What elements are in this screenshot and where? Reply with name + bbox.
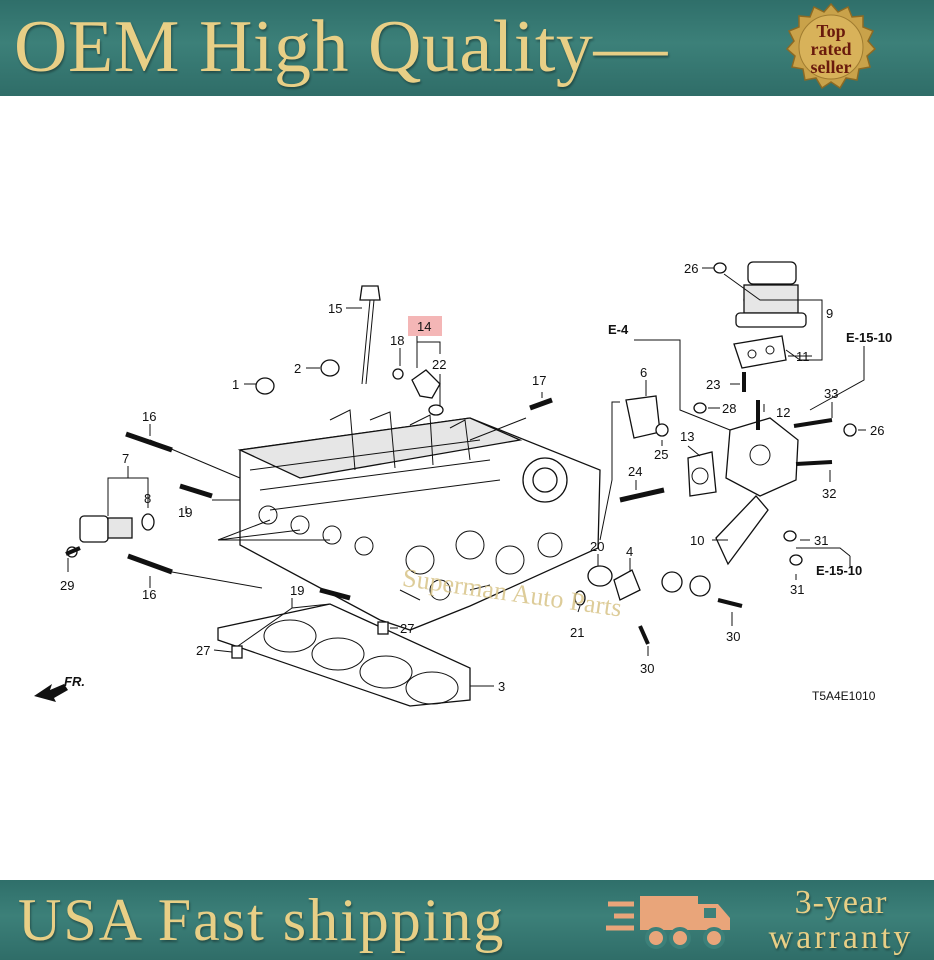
callout-7: 7 bbox=[122, 451, 129, 466]
callout-8: 8 bbox=[144, 491, 151, 506]
callout-32: 32 bbox=[822, 486, 836, 501]
bolt-31-a bbox=[783, 530, 797, 542]
gasket-4 bbox=[613, 569, 641, 601]
studs-16 bbox=[125, 397, 665, 601]
callout-15: 15 bbox=[328, 301, 342, 316]
badge-line-1: Top bbox=[816, 21, 846, 41]
callout-10: 10 bbox=[690, 533, 704, 548]
callout-30-right: 30 bbox=[726, 629, 740, 644]
oring-30-a bbox=[661, 571, 683, 593]
callout-26-top: 26 bbox=[684, 261, 698, 276]
warranty-block: 3-year warranty bbox=[748, 886, 934, 956]
banner-title: OEM High Quality— bbox=[14, 6, 668, 88]
callout-33: 33 bbox=[824, 386, 838, 401]
badge-line-3: seller bbox=[810, 57, 852, 77]
callout-21: 21 bbox=[570, 625, 584, 640]
parts-diagram: 1 2 3 4 6 7 8 9 10 11 12 13 14 15 16 16 … bbox=[0, 96, 934, 880]
callout-17: 17 bbox=[532, 373, 546, 388]
warranty-line-2: warranty bbox=[768, 919, 914, 956]
egr-pipe-housing bbox=[625, 395, 799, 566]
top-rated-seller-badge: Top rated seller bbox=[785, 2, 877, 92]
callout-9: 9 bbox=[826, 306, 833, 321]
callout-27-right: 27 bbox=[400, 621, 414, 636]
bolt-31-b bbox=[789, 554, 803, 566]
warranty-line-1: 3-year bbox=[794, 884, 888, 921]
dowel-27-b bbox=[231, 645, 243, 659]
leader-lines bbox=[67, 267, 866, 687]
cap-2 bbox=[320, 359, 340, 377]
callout-28: 28 bbox=[722, 401, 736, 416]
callout-22: 22 bbox=[432, 357, 446, 372]
callout-31-bottom: 31 bbox=[790, 582, 804, 597]
sensor-14 bbox=[411, 369, 444, 416]
head-gasket bbox=[217, 603, 471, 707]
gasket-20 bbox=[587, 565, 613, 587]
bolt-30-d bbox=[638, 625, 650, 645]
callout-18: 18 bbox=[390, 333, 404, 348]
callout-19-bottom: 19 bbox=[290, 583, 304, 598]
bolt-28 bbox=[693, 402, 707, 414]
ref-e-4: E-4 bbox=[608, 322, 629, 337]
front-label: FR. bbox=[64, 674, 85, 689]
callout-1: 1 bbox=[232, 377, 239, 392]
callout-30-bottom: 30 bbox=[640, 661, 654, 676]
callout-6: 6 bbox=[640, 365, 647, 380]
callout-14: 14 bbox=[417, 319, 431, 334]
bolt-29 bbox=[65, 546, 81, 556]
callout-27-left: 27 bbox=[196, 643, 210, 658]
highlight-box bbox=[408, 316, 442, 336]
nut-26-top bbox=[713, 262, 727, 274]
bolt-15 bbox=[359, 285, 381, 385]
nut-25 bbox=[655, 423, 669, 437]
callout-3: 3 bbox=[498, 679, 505, 694]
diagram-code: T5A4E1010 bbox=[812, 689, 876, 703]
callout-20: 20 bbox=[590, 539, 604, 554]
callout-26-right: 26 bbox=[870, 423, 884, 438]
cylinder-head-diagram: 1 2 3 4 6 7 8 9 10 11 12 13 14 15 16 16 … bbox=[34, 261, 892, 707]
callout-2: 2 bbox=[294, 361, 301, 376]
bolt-32 bbox=[795, 460, 833, 466]
callout-24: 24 bbox=[628, 464, 642, 479]
solenoid-7 bbox=[66, 513, 155, 558]
callout-4: 4 bbox=[626, 544, 633, 559]
callout-23: 23 bbox=[706, 377, 720, 392]
ref-e-15-10-top: E-15-10 bbox=[846, 330, 892, 345]
bolt-18 bbox=[392, 368, 404, 380]
callout-11: 11 bbox=[796, 349, 810, 364]
delivery-truck-icon bbox=[606, 896, 730, 949]
oring-21 bbox=[574, 590, 586, 606]
badge-seal-icon bbox=[785, 2, 877, 90]
cap-1 bbox=[255, 377, 275, 395]
callout-29: 29 bbox=[60, 578, 74, 593]
callout-12: 12 bbox=[776, 405, 790, 420]
oring-30-b bbox=[689, 575, 711, 597]
callout-31-right: 31 bbox=[814, 533, 828, 548]
bolt-33 bbox=[793, 418, 833, 428]
callout-16-top: 16 bbox=[142, 409, 156, 424]
shipping-text: USA Fast shipping bbox=[18, 887, 506, 953]
bottom-banner: USA Fast shipping 3-year warranty bbox=[0, 880, 934, 960]
callout-16-bottom: 16 bbox=[142, 587, 156, 602]
callout-19-left: 19 bbox=[178, 505, 192, 520]
badge-line-2: rated bbox=[810, 39, 852, 59]
front-arrow-icon bbox=[34, 684, 68, 702]
callout-25: 25 bbox=[654, 447, 668, 462]
callout-13: 13 bbox=[680, 429, 694, 444]
bolt-30-c bbox=[717, 598, 743, 608]
dowel-27-a bbox=[377, 621, 389, 635]
cylinder-head bbox=[237, 409, 601, 631]
ref-e-15-10-bottom: E-15-10 bbox=[816, 563, 862, 578]
nut-26-right bbox=[843, 423, 857, 437]
top-banner: OEM High Quality— Top rated seller bbox=[0, 0, 934, 96]
